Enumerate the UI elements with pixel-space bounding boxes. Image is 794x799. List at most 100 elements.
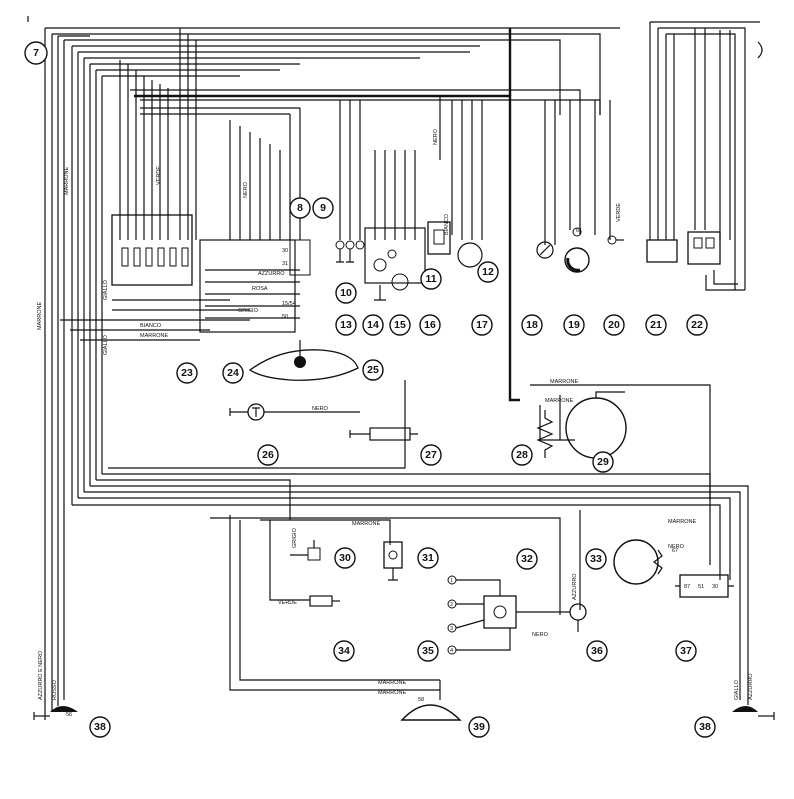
wire-label: GIALLO [734, 679, 740, 700]
callout-number: 34 [338, 645, 350, 657]
callout-number: 38 [94, 721, 106, 733]
callout-number: 33 [590, 553, 602, 565]
edge-mark [757, 41, 763, 59]
warning-lamps [335, 240, 365, 263]
sender-18 [536, 241, 554, 259]
callout: 18 [521, 314, 543, 336]
callout: 39 [468, 716, 490, 738]
wire-label: GIALLO [103, 334, 109, 355]
sender-34 [309, 595, 340, 607]
terminal-label: 58 [418, 697, 424, 703]
lamp-20 [607, 235, 624, 245]
callout-number: 8 [297, 202, 303, 214]
wire-label: NERO [668, 544, 685, 550]
wire-label: MARRONE [545, 398, 573, 404]
callout-number: 30 [339, 552, 351, 564]
callout-number: 19 [568, 319, 580, 331]
switch-22 [687, 231, 721, 265]
horn [400, 680, 462, 721]
callout: 15 [389, 314, 411, 336]
lamp-27 [349, 427, 418, 441]
wire-label: MARRONE [37, 302, 43, 330]
callout: 28 [511, 444, 533, 466]
callout: 23 [176, 362, 198, 384]
wire-label: BIANCO [444, 213, 450, 235]
terminal-label: 51 [698, 584, 704, 590]
wire-label: VERDE [278, 600, 297, 606]
wire-label: MARRONE [668, 519, 696, 525]
voltage-regulator [675, 574, 734, 598]
callout: 8 [289, 197, 311, 219]
terminal-label: 31 [282, 261, 288, 267]
wire-label: AZZURRO [748, 673, 754, 700]
callout-number: 29 [597, 456, 609, 468]
right-harness [649, 21, 760, 291]
connector-label: 2 [450, 602, 453, 608]
callout: 7 [24, 41, 48, 65]
sender-12 [457, 242, 483, 268]
callout-number: 31 [422, 552, 434, 564]
headlamp-left [33, 706, 78, 720]
callout-number: 13 [340, 319, 352, 331]
wire-label: MARRONE [64, 167, 70, 195]
callout-number: 28 [516, 449, 528, 461]
callout: 12 [477, 261, 499, 283]
callout-number: 32 [521, 553, 533, 565]
callout: 14 [362, 314, 384, 336]
callout-number: 11 [425, 273, 436, 285]
callouts: 7 8 9 10 11 12 13 14 15 16 17 18 19 20 2… [24, 41, 716, 738]
callout: 38 [89, 716, 111, 738]
connector-block [199, 239, 311, 333]
callout: 24 [222, 362, 244, 384]
lower-harness [72, 380, 749, 705]
callout: 31 [417, 547, 439, 569]
callout-number: 12 [482, 266, 494, 278]
callout-number: 23 [181, 367, 193, 379]
connector-labels: 1 2 3 4 [450, 578, 453, 654]
wiper-motor [248, 340, 359, 381]
callout-number: 16 [424, 319, 436, 331]
wire-label: GRIGIO [292, 527, 298, 548]
callout-number: 26 [262, 449, 274, 461]
callout-number: 39 [473, 721, 485, 733]
wire-label: ROSSO [52, 679, 58, 700]
callout: 21 [645, 314, 667, 336]
terminal-label: 30 [712, 584, 718, 590]
callout: 9 [312, 197, 334, 219]
callout: 25 [362, 359, 384, 381]
wire-labels: MARRONE GIALLO GIALLO VERDE NERO GRIGIO … [37, 128, 754, 700]
wire-label: NERO [312, 406, 329, 412]
callout-number: 7 [33, 47, 39, 59]
callout: 10 [335, 282, 357, 304]
callout-number: 15 [394, 319, 406, 331]
callout-number: 22 [691, 319, 703, 331]
callout: 13 [335, 314, 357, 336]
callout-number: 18 [526, 319, 538, 331]
lamp-36 [569, 603, 587, 632]
wire-label: BIANCO [140, 323, 162, 329]
callout-number: 17 [476, 319, 488, 331]
wire-label: MARRONE [140, 333, 168, 339]
callout-number: 14 [367, 319, 379, 331]
callout: 19 [563, 314, 585, 336]
callout-number: 20 [608, 319, 620, 331]
terminal-labels: 30 31 15/54 50 58 87 51 30 61 67 56 [66, 228, 718, 718]
wire-label: MARRONE [378, 690, 406, 696]
wire-label: GRIGIO [238, 308, 259, 314]
callout: 16 [419, 314, 441, 336]
callout: 33 [585, 548, 607, 570]
callout: 22 [686, 314, 708, 336]
callout-number: 38 [699, 721, 711, 733]
callout-number: 10 [340, 287, 352, 299]
callout-number: 21 [650, 319, 662, 331]
wire-label: GIALLO [103, 279, 109, 300]
terminal-label: 87 [684, 584, 690, 590]
wire-label: NERO [243, 181, 249, 198]
callout-number: 35 [422, 645, 434, 657]
callout: 26 [257, 444, 279, 466]
connector-label: 1 [450, 578, 453, 584]
terminal-label: 50 [282, 314, 288, 320]
callout: 37 [675, 640, 697, 662]
